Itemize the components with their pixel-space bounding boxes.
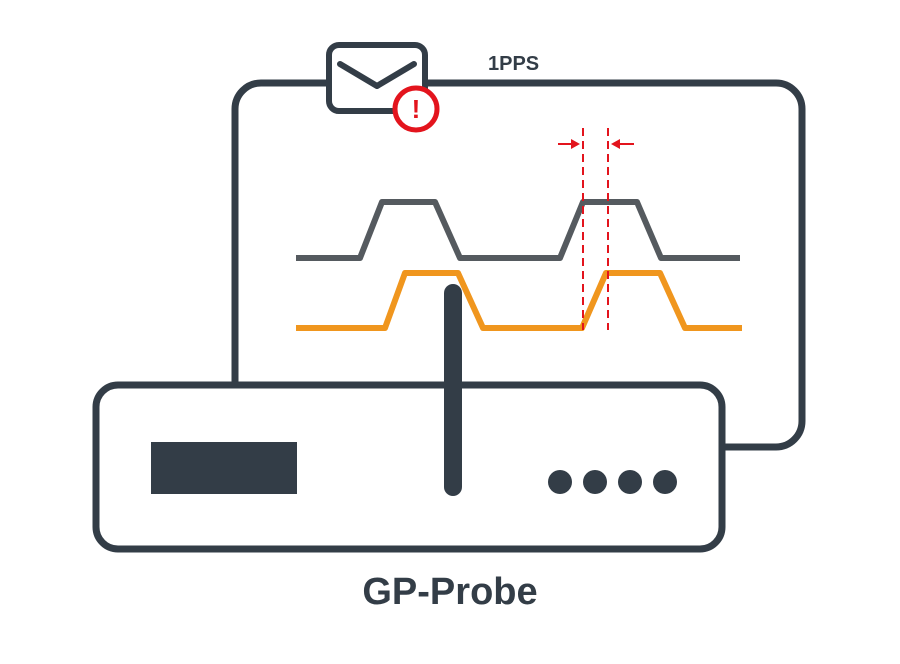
measured-pulse-signal bbox=[296, 270, 742, 331]
arrow-left-icon bbox=[611, 139, 634, 149]
probe-device bbox=[92, 381, 726, 553]
exclamation-circle-icon: ! bbox=[392, 85, 440, 133]
device-display bbox=[151, 442, 297, 494]
status-light bbox=[618, 470, 642, 494]
reference-pulse-signal bbox=[296, 199, 740, 261]
status-light bbox=[583, 470, 607, 494]
arrow-right-icon bbox=[558, 139, 580, 149]
time-offset-marker bbox=[558, 128, 634, 330]
device-label: GP-Probe bbox=[362, 571, 537, 613]
status-light bbox=[548, 470, 572, 494]
status-lights bbox=[548, 470, 677, 494]
status-light bbox=[653, 470, 677, 494]
alert-glyph: ! bbox=[412, 94, 421, 124]
signal-label: 1PPS bbox=[488, 53, 539, 75]
